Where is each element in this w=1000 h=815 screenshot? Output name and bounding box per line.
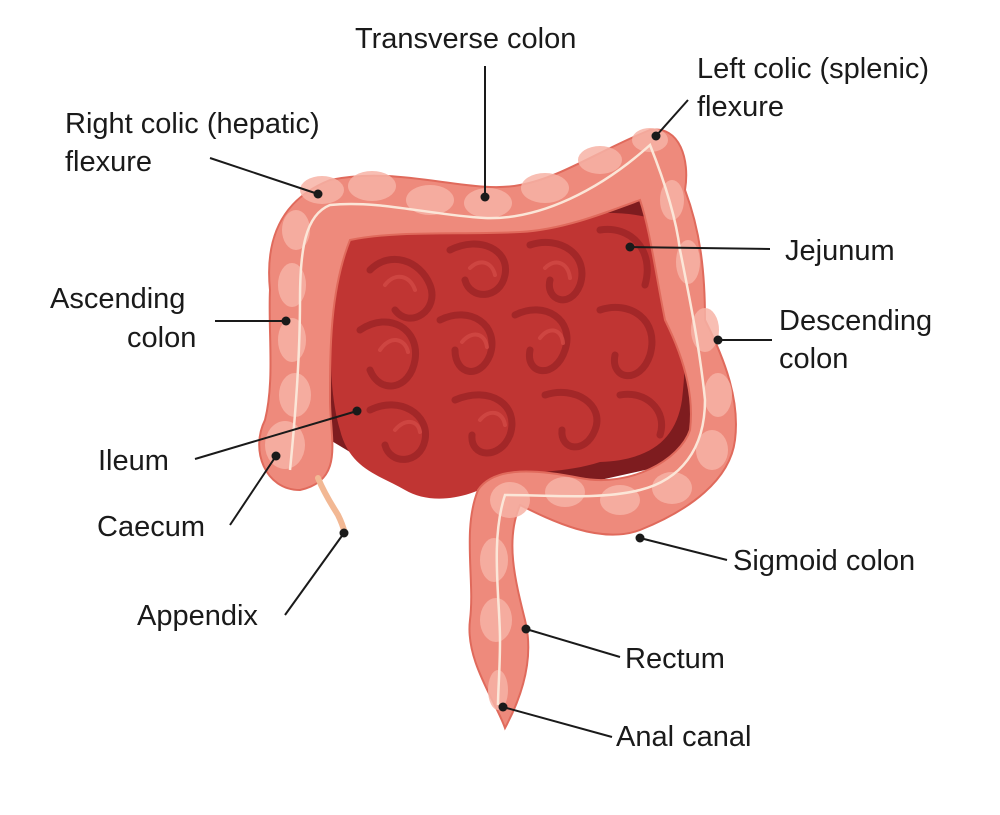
label-descending-colon-line2: colon bbox=[779, 343, 848, 375]
intestine-illustration bbox=[258, 128, 737, 731]
taenia-coli-line bbox=[288, 142, 707, 706]
label-right-colic-flexure-line1: Right colic (hepatic) bbox=[65, 108, 320, 140]
label-transverse-colon: Transverse colon bbox=[355, 23, 576, 55]
label-appendix: Appendix bbox=[137, 600, 258, 632]
label-rectum: Rectum bbox=[625, 643, 725, 675]
leader-dots bbox=[271, 131, 723, 712]
label-sigmoid-colon: Sigmoid colon bbox=[733, 545, 915, 577]
label-left-colic-flexure-line1: Left colic (splenic) bbox=[697, 53, 929, 85]
label-left-colic-flexure-line2: flexure bbox=[697, 91, 784, 123]
label-ascending-colon-line2: colon bbox=[127, 322, 196, 354]
label-ascending-colon-line1: Ascending bbox=[50, 283, 185, 315]
label-anal-canal: Anal canal bbox=[616, 721, 751, 753]
label-right-colic-flexure-line2: flexure bbox=[65, 146, 152, 178]
appendix-organ bbox=[315, 475, 348, 537]
label-ileum: Ileum bbox=[98, 445, 169, 477]
label-caecum: Caecum bbox=[97, 511, 205, 543]
small-intestine bbox=[330, 212, 686, 499]
label-jejunum: Jejunum bbox=[785, 235, 895, 267]
leader-lines bbox=[194, 66, 772, 738]
small-intestine-folds bbox=[356, 225, 665, 463]
label-descending-colon-line1: Descending bbox=[779, 305, 932, 337]
labels: Transverse colon Left colic (splenic) fl… bbox=[50, 23, 932, 753]
small-intestine-highlights bbox=[378, 260, 572, 434]
